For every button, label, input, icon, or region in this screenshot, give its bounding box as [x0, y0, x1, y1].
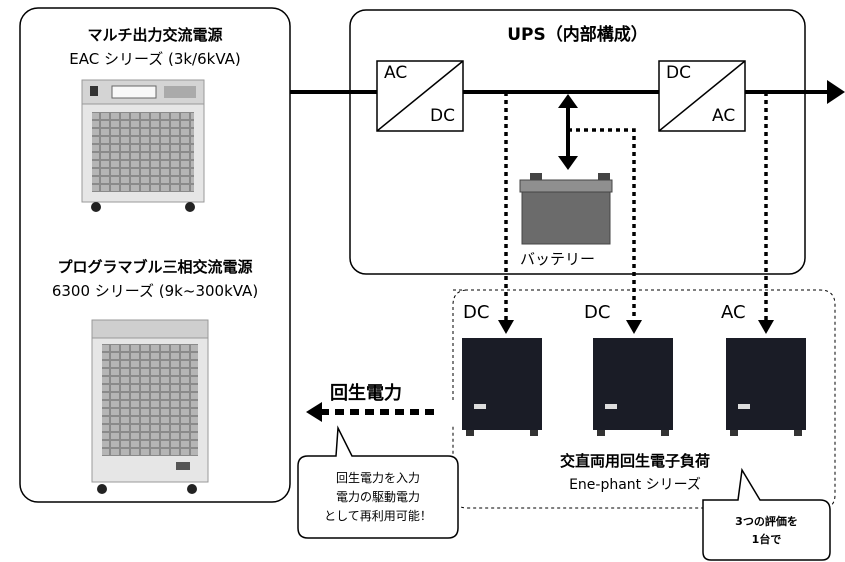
device2-series: 6300 シリーズ (9k~300kVA) [51, 282, 259, 300]
6300-device-image [91, 319, 209, 494]
regen-bubble-line-2: 電力の駆動電力 [335, 490, 420, 504]
device1-title: マルチ出力交流電源 [87, 26, 223, 44]
load-label-2: DC [584, 302, 611, 323]
callout-line-2: 1台で [751, 533, 782, 546]
regen-bubble [297, 425, 459, 539]
converter1-bottom-label: DC [430, 106, 455, 126]
load-series: Ene-phant シリーズ [569, 477, 701, 493]
converter-ac-dc [376, 60, 464, 132]
callout-line-1: 3つの評価を [735, 515, 798, 528]
load-unit-3 [726, 338, 806, 436]
ups-title: UPS（内部構成） [507, 25, 648, 45]
converter-dc-ac [658, 60, 746, 132]
device1-series: EAC シリーズ (3k/6kVA) [69, 50, 241, 68]
load-label-1: DC [463, 302, 490, 323]
battery-bidirectional-arrow [558, 94, 578, 170]
converter1-top-label: AC [384, 63, 408, 83]
regen-bubble-line-3: として再利用可能！ [324, 509, 432, 523]
load-title: 交直両用回生電子負荷 [559, 452, 710, 470]
battery-label: バッテリー [520, 250, 596, 268]
dotted-arrowheads [498, 320, 774, 334]
converter2-bottom-label: AC [712, 106, 736, 126]
regen-label: 回生電力 [330, 383, 402, 404]
main-power-arrowhead [827, 80, 845, 104]
eac-device-image [81, 79, 205, 212]
load-label-3: AC [721, 302, 746, 323]
battery-image [519, 173, 613, 245]
converter2-top-label: DC [666, 63, 691, 83]
load-unit-1 [462, 338, 542, 436]
dotted-lines [504, 92, 768, 323]
regen-arrowhead [306, 402, 322, 422]
callout-bubble [702, 467, 831, 561]
device2-title: プログラマブル三相交流電源 [57, 258, 253, 276]
load-unit-2 [593, 338, 673, 436]
regen-bubble-line-1: 回生電力を入力 [335, 471, 420, 485]
